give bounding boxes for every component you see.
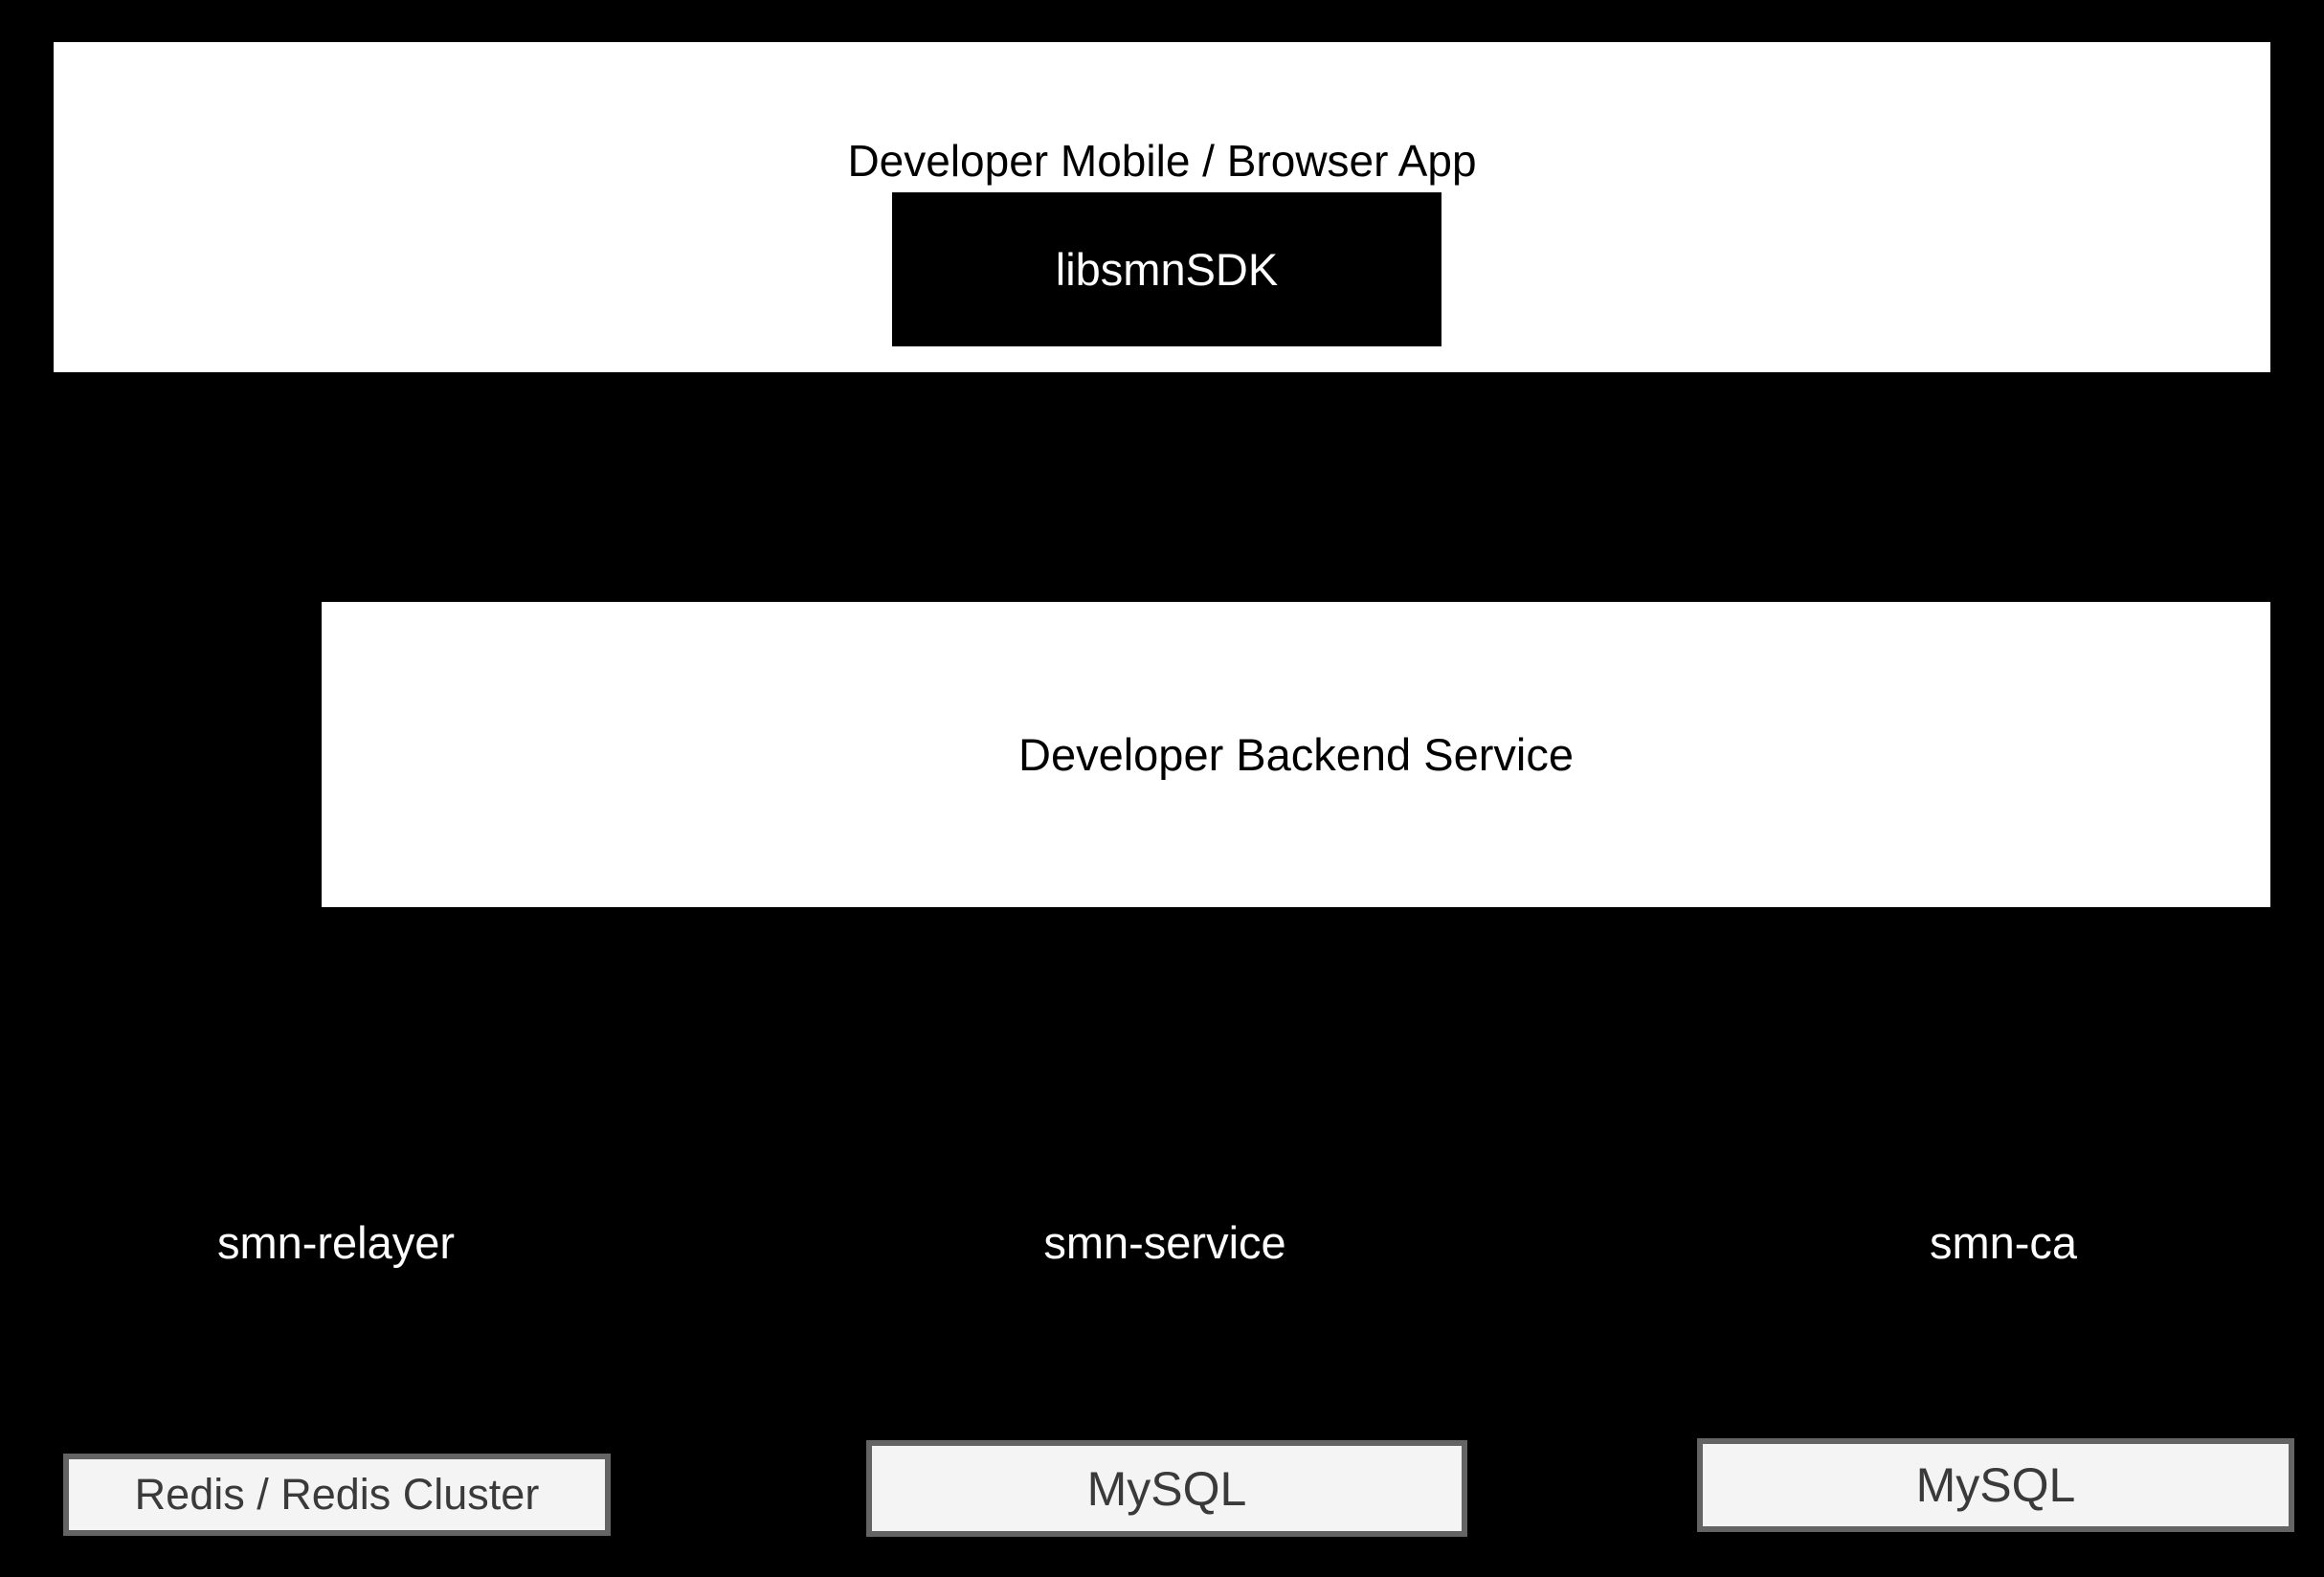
node-developer-backend-label: Developer Backend Service [1018,729,1574,780]
node-developer-backend: Developer Backend Service [322,602,2270,907]
label-smn-service: smn-service [1043,1217,1286,1268]
node-mysql-ca-db-label: MySQL [1915,1458,2076,1512]
label-smn-ca: smn-ca [1929,1217,2078,1268]
node-libsmnsdk-label: libsmnSDK [1055,244,1279,295]
node-developer-app: Developer Mobile / Browser App libsmnSDK [54,42,2270,372]
node-mysql-ca-db: MySQL [1697,1438,2294,1532]
node-redis-cluster: Redis / Redis Cluster [63,1454,611,1536]
node-mysql-service-db-label: MySQL [1086,1461,1247,1516]
node-libsmnsdk: libsmnSDK [892,192,1441,346]
node-developer-app-label: Developer Mobile / Browser App [847,136,1477,186]
node-redis-cluster-label: Redis / Redis Cluster [134,1470,540,1519]
label-smn-relayer: smn-relayer [216,1217,456,1268]
node-mysql-service-db: MySQL [866,1440,1467,1537]
